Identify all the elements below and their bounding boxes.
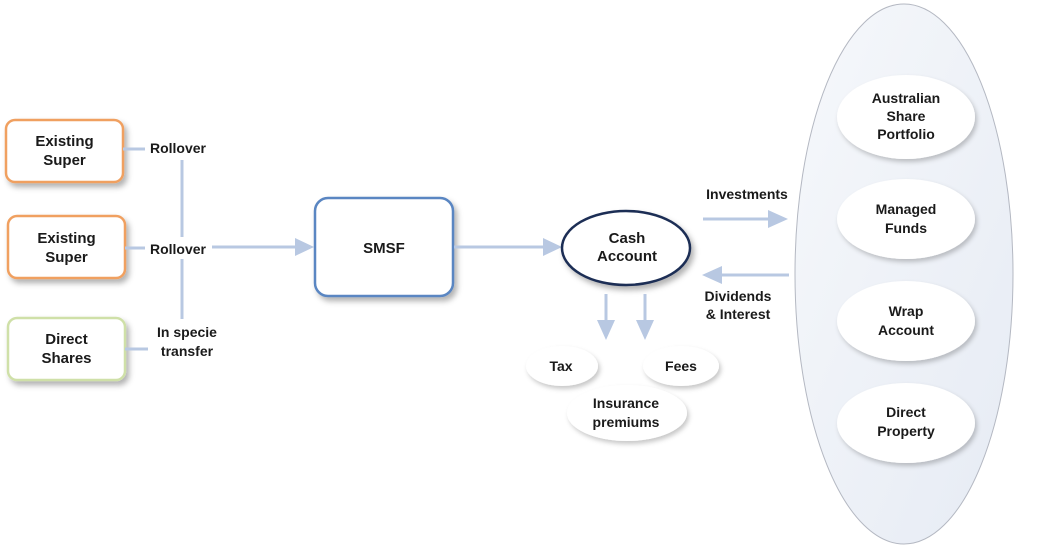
investment-wrap-account: Wrap Account: [837, 281, 975, 361]
investment-label-line2: Share: [887, 108, 926, 124]
investment-managed-funds: Managed Funds: [837, 179, 975, 259]
flow-label-investments: Investments: [706, 186, 788, 202]
outflow-tax: Tax: [526, 346, 598, 386]
arrow-smsf-to-cash-head: [543, 238, 562, 256]
investment-label-line1: Wrap: [889, 303, 924, 319]
source-box-existing-super-2: Existing Super: [6, 214, 127, 280]
source-label-line1: Direct: [45, 331, 88, 348]
outflow-insurance-label-line2: premiums: [593, 414, 660, 430]
source-box-direct-shares: Direct Shares: [6, 316, 127, 382]
source-label-line1: Existing: [35, 133, 93, 150]
source-box-existing-super-1: Existing Super: [4, 118, 125, 184]
outflow-fees-label: Fees: [665, 358, 697, 374]
flow-label-dividends-line2: & Interest: [706, 306, 771, 322]
down-arrow-left: [597, 294, 615, 340]
cash-account-label-line1: Cash: [609, 230, 646, 247]
outflow-insurance: Insurance premiums: [567, 385, 687, 441]
outflow-tax-label: Tax: [549, 358, 572, 374]
investment-label-line1: Australian: [872, 90, 940, 106]
investment-direct-property: Direct Property: [837, 383, 975, 463]
investment-australian-share-portfolio: Australian Share Portfolio: [837, 75, 975, 159]
connector-label-in-specie-line2: transfer: [161, 343, 214, 359]
connector-label-in-specie-line1: In specie: [157, 324, 217, 340]
source-label-line2: Shares: [41, 350, 91, 367]
source-label-line1: Existing: [37, 230, 95, 247]
investment-label-line2: Property: [877, 423, 935, 439]
outflow-fees: Fees: [643, 346, 719, 386]
outflow-insurance-label-line1: Insurance: [593, 395, 659, 411]
smsf-label: SMSF: [363, 240, 405, 257]
cash-account-node: Cash Account: [560, 209, 692, 287]
flow-label-dividends-line1: Dividends: [705, 288, 772, 304]
source-label-line2: Super: [45, 249, 88, 266]
investment-label-line3: Portfolio: [877, 126, 935, 142]
investment-label-line2: Funds: [885, 220, 927, 236]
investment-label-line2: Account: [878, 322, 934, 338]
investment-label-line1: Managed: [876, 201, 937, 217]
down-arrow-right: [636, 294, 654, 340]
cash-account-label-line2: Account: [597, 248, 657, 265]
connector-label-rollover-2: Rollover: [150, 241, 207, 257]
connector-label-rollover-1: Rollover: [150, 140, 207, 156]
source-connectors: [123, 147, 297, 351]
arrow-to-smsf-head: [295, 238, 314, 256]
smsf-box: SMSF: [313, 196, 455, 298]
source-label-line2: Super: [43, 152, 86, 169]
arrow-dividends: [702, 266, 789, 284]
investment-label-line1: Direct: [886, 404, 926, 420]
arrow-investments: [703, 210, 788, 228]
